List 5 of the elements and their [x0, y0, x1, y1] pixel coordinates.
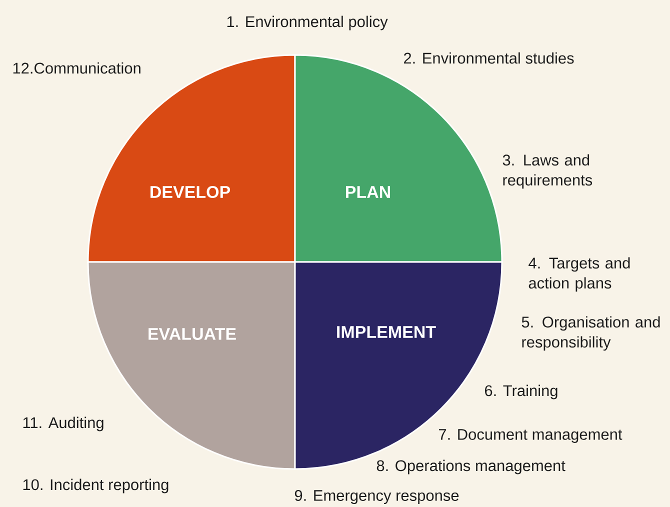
step-label: 4. Targets and action plans [528, 257, 630, 292]
step-label: 10. Incident reporting [23, 478, 168, 494]
step-label: 9. Emergency response [294, 490, 459, 504]
step-label: 1. Environmental policy [227, 16, 388, 30]
step-label: 5. Organisation and responsibility [522, 316, 660, 351]
